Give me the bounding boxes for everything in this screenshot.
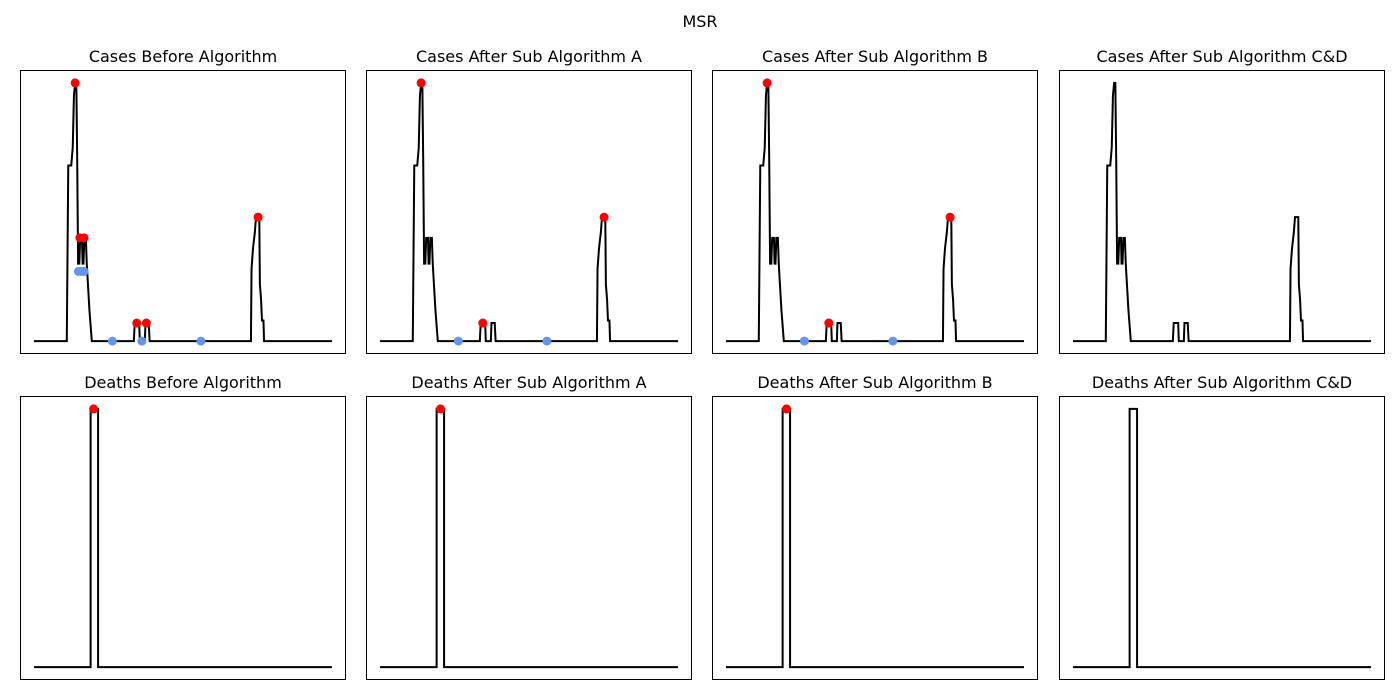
peak-marker <box>89 404 99 414</box>
peak-marker <box>79 233 89 243</box>
plot-frame <box>712 70 1038 354</box>
trough-marker <box>196 336 206 346</box>
peak-marker <box>70 78 80 88</box>
trough-marker <box>888 336 898 346</box>
chart-title: Cases Before Algorithm <box>89 47 277 66</box>
plot-frame <box>20 70 346 354</box>
series-line <box>1073 407 1371 669</box>
chart-title: Deaths After Sub Algorithm B <box>757 373 992 392</box>
chart-panel: Deaths Before Algorithm <box>20 373 346 680</box>
chart-panel: Cases Before Algorithm <box>20 47 346 354</box>
trough-marker <box>453 336 463 346</box>
peak-marker <box>599 212 609 222</box>
chart-title: Cases After Sub Algorithm A <box>416 47 642 66</box>
chart-panel: Deaths After Sub Algorithm C&D <box>1059 373 1385 680</box>
chart-title: Deaths Before Algorithm <box>84 373 282 392</box>
peak-marker <box>781 404 791 414</box>
chart-panel: Cases After Sub Algorithm B <box>712 47 1038 354</box>
figure-title: MSR <box>682 12 717 31</box>
plot-frame <box>20 396 346 680</box>
trough-marker <box>79 266 89 276</box>
trough-marker <box>137 336 147 346</box>
chart-panel: Cases After Sub Algorithm A <box>366 47 692 354</box>
chart-title: Cases After Sub Algorithm B <box>762 47 988 66</box>
peak-marker <box>141 318 151 328</box>
peak-marker <box>762 78 772 88</box>
chart-panel: Deaths After Sub Algorithm A <box>366 373 692 680</box>
peak-marker <box>945 212 955 222</box>
chart-title: Deaths After Sub Algorithm A <box>411 373 646 392</box>
chart-panel: Deaths After Sub Algorithm B <box>712 373 1038 680</box>
panels-grid: Cases Before Algorithm Cases After Sub Al… <box>20 47 1385 680</box>
plot-frame <box>712 396 1038 680</box>
trough-marker <box>107 336 117 346</box>
plot-frame <box>366 70 692 354</box>
chart-title: Deaths After Sub Algorithm C&D <box>1092 373 1352 392</box>
plot-frame <box>366 396 692 680</box>
plot-frame <box>1059 396 1385 680</box>
peak-marker <box>824 318 834 328</box>
trough-marker <box>799 336 809 346</box>
chart-title: Cases After Sub Algorithm C&D <box>1096 47 1347 66</box>
peak-marker <box>478 318 488 328</box>
peak-marker <box>253 212 263 222</box>
plot-frame <box>1059 70 1385 354</box>
peak-marker <box>435 404 445 414</box>
peak-marker <box>416 78 426 88</box>
series-line <box>1073 81 1371 343</box>
trough-marker <box>542 336 552 346</box>
chart-panel: Cases After Sub Algorithm C&D <box>1059 47 1385 354</box>
peak-marker <box>132 318 142 328</box>
